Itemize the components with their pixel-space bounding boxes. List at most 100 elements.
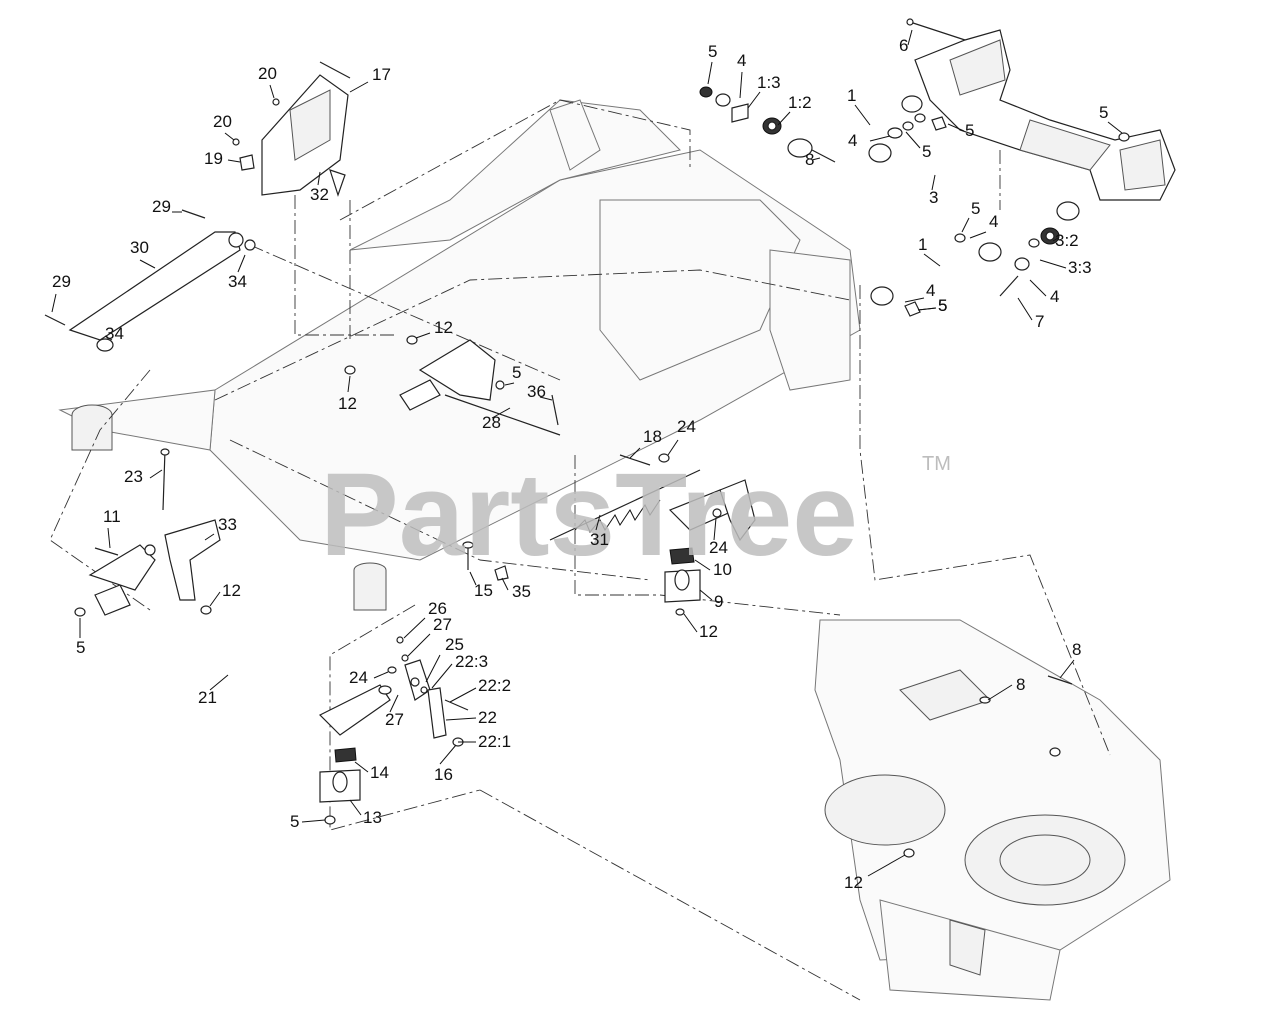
callout-label: 27 [433, 615, 452, 634]
small-washers-right [887, 113, 1130, 243]
callout-label: 5 [708, 42, 717, 61]
callout-leader [694, 559, 711, 571]
callout-leader [347, 375, 351, 393]
callout-leader [905, 131, 921, 149]
callout-label: 12 [434, 318, 453, 337]
callout-label: 5 [971, 199, 980, 218]
tie-rod-3 [868, 143, 1080, 248]
rear-shaft-21 [74, 544, 392, 736]
callout-label: 3:3 [1068, 258, 1092, 277]
callout-leader [445, 717, 477, 721]
callout-leader [317, 171, 321, 186]
callout-leader [1059, 659, 1075, 679]
callout-label: 29 [152, 197, 171, 216]
callout-label: 18 [643, 427, 662, 446]
callout-leader [349, 81, 369, 93]
callout-leader [425, 654, 441, 683]
callout-label: 17 [372, 65, 391, 84]
mower-deck [814, 619, 1171, 1001]
spring-rod-31 [549, 454, 756, 542]
callout-leader [917, 307, 937, 311]
callout-leader [739, 71, 743, 99]
callout-leader [1052, 237, 1059, 242]
callout-leader [1029, 279, 1047, 297]
callout-label: 12 [222, 581, 241, 600]
callout-leader [269, 84, 275, 99]
callout-leader [867, 854, 906, 877]
callout-leader [301, 819, 326, 823]
callout-label: 23 [124, 467, 143, 486]
callout-leader [947, 123, 965, 132]
callout-label: 34 [228, 272, 247, 291]
callout-label: 4 [737, 51, 746, 70]
callout-leader [415, 332, 431, 339]
link-arm-30 [44, 209, 256, 352]
callout-leader [373, 671, 389, 679]
callout-label: 32 [310, 185, 329, 204]
callout-leader [407, 633, 431, 657]
pin-15-23 [160, 448, 509, 581]
callout-leader [204, 533, 215, 541]
callout-label: 36 [527, 382, 546, 401]
callout-leader [491, 407, 511, 419]
callout-leader [869, 135, 891, 142]
callout-label: 22:3 [455, 652, 488, 671]
watermark: PartsTree TM [320, 449, 951, 581]
callout-label: 8 [1072, 640, 1081, 659]
small-hardware [344, 335, 1073, 858]
callout-label: 3 [929, 188, 938, 207]
callout-label: 27 [385, 710, 404, 729]
callout-label: 3:2 [1055, 231, 1079, 250]
callout-leader [699, 589, 713, 601]
front-pivot-bracket [906, 18, 1176, 201]
callout-leader [595, 514, 601, 531]
callout-leader [403, 617, 426, 639]
callout-leader [354, 761, 369, 773]
callout-leader [227, 159, 241, 163]
callout-label: 4 [848, 131, 857, 150]
callout-label: 34 [105, 324, 124, 343]
callout-label: 35 [512, 582, 531, 601]
callout-label: 4 [1050, 287, 1059, 306]
callout-label: 1:2 [788, 93, 812, 112]
callout-label: 4 [989, 212, 998, 231]
callout-label: 12 [699, 622, 718, 641]
lift-handle-bracket [232, 61, 351, 197]
callout-label: 15 [474, 581, 493, 600]
watermark-trademark: TM [922, 453, 951, 475]
callout-leader [777, 111, 791, 126]
callout-leader [747, 91, 761, 109]
callout-label: 29 [52, 272, 71, 291]
callout-label: 12 [844, 873, 863, 892]
callout-leaders [51, 29, 1123, 877]
callout-leader [431, 663, 453, 689]
callout-leader [907, 29, 913, 46]
callout-label: 31 [590, 530, 609, 549]
callout-label: 13 [363, 808, 382, 827]
callout-label: 1 [918, 235, 927, 254]
callout-leader [1039, 259, 1067, 269]
callout-leader [209, 591, 221, 607]
callout-label: 20 [213, 112, 232, 131]
callout-leader [139, 259, 156, 269]
callout-label: 12 [338, 394, 357, 413]
lower-link-1 [870, 242, 1030, 317]
callout-label: 5 [938, 296, 947, 315]
callout-label: 8 [1016, 675, 1025, 694]
callout-label: 21 [198, 688, 217, 707]
callout-leader [469, 571, 477, 586]
callout-leader [1017, 297, 1033, 321]
callout-label: 5 [938, 296, 947, 315]
callout-leader [969, 231, 987, 239]
callout-leader [237, 254, 246, 273]
watermark-text: PartsTree [320, 449, 858, 581]
callout-leader [51, 293, 57, 313]
callout-leader [904, 297, 925, 303]
callout-label: 26 [428, 599, 447, 618]
callout-leader [501, 577, 509, 591]
callout-leader [961, 217, 970, 233]
upper-link-1 [699, 86, 923, 163]
cross-shaft-28 [399, 339, 561, 436]
